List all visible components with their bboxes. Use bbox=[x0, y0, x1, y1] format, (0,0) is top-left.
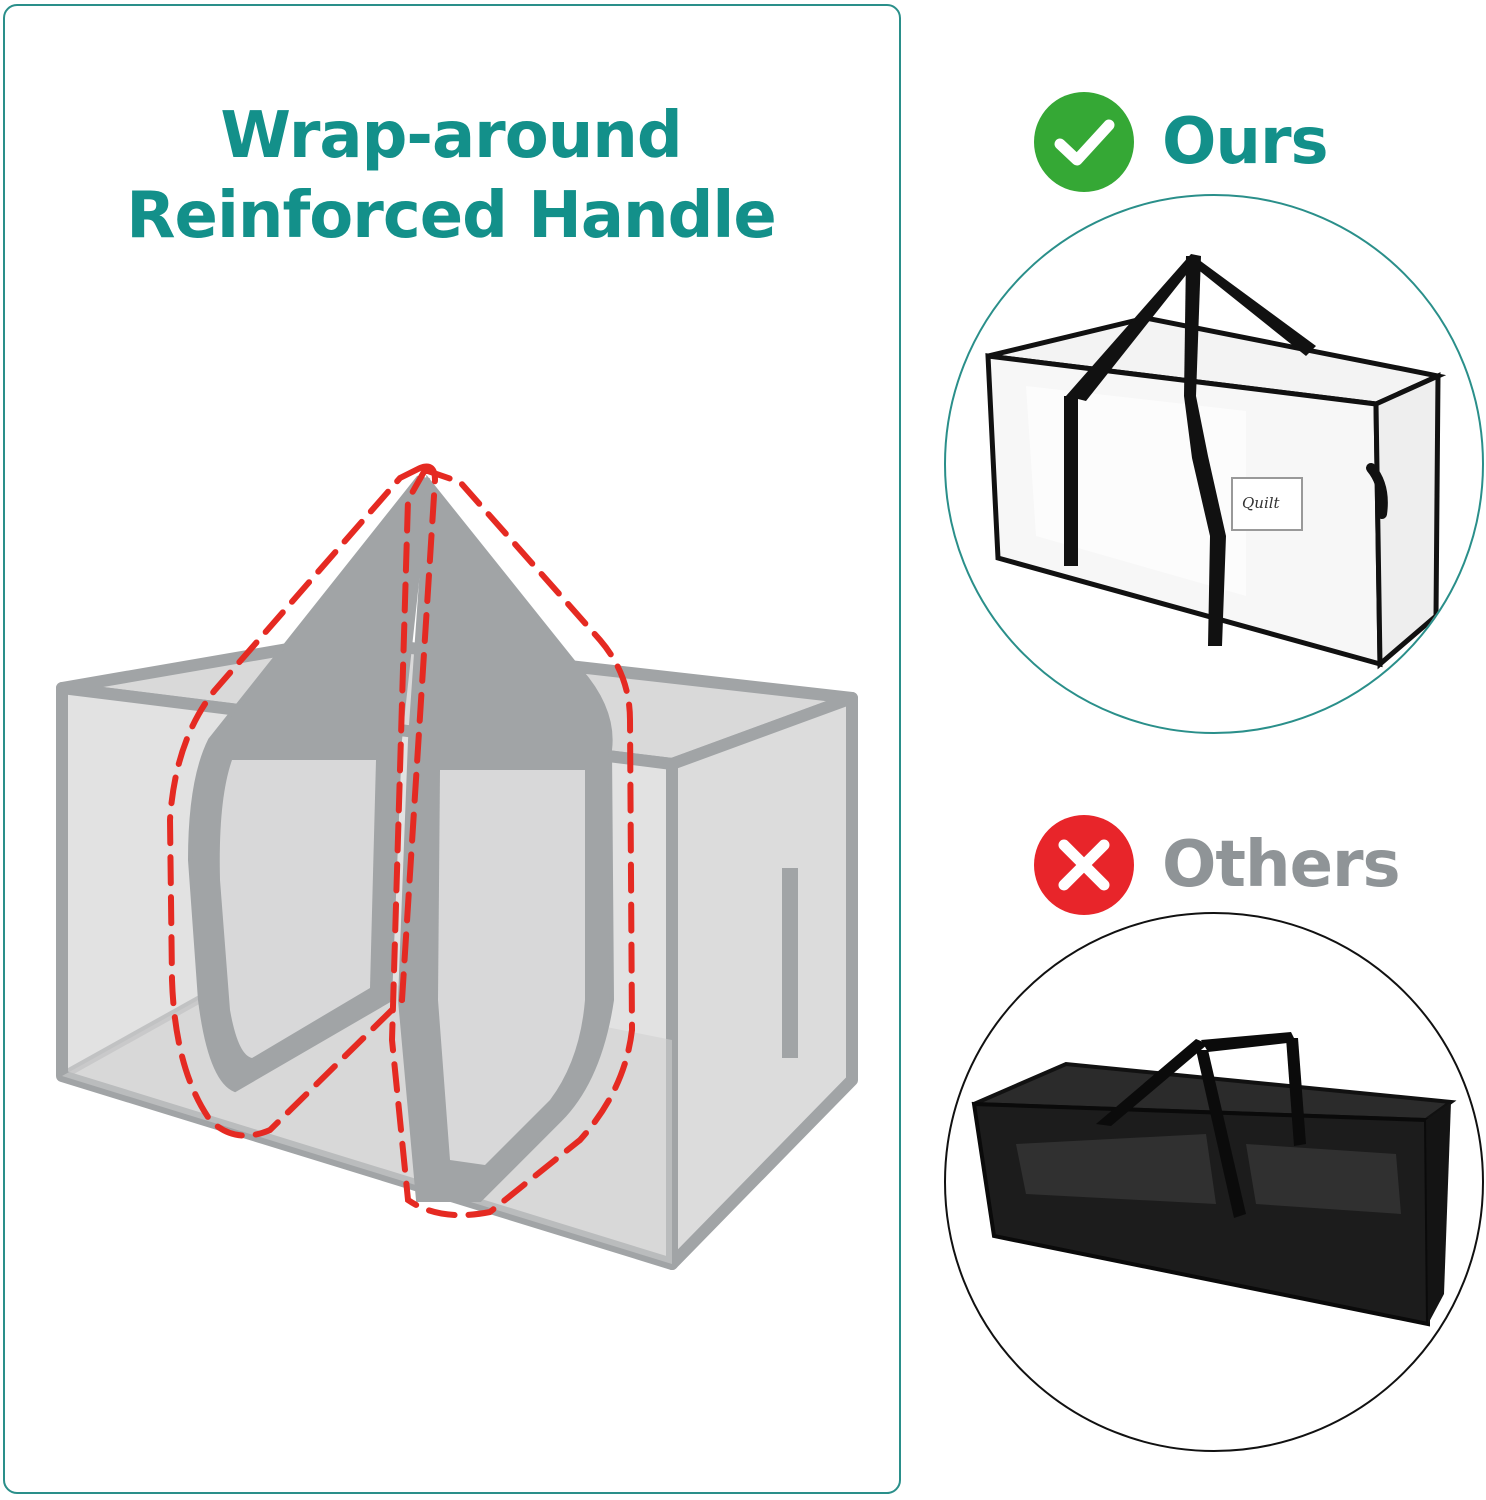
headline: Wrap-around Reinforced Handle bbox=[0, 96, 902, 256]
others-label: Others bbox=[1162, 828, 1401, 902]
x-circle-icon bbox=[1034, 815, 1134, 915]
headline-line-1: Wrap-around bbox=[220, 99, 682, 173]
others-bag-photo bbox=[944, 912, 1484, 1452]
ours-label: Ours bbox=[1162, 105, 1329, 179]
ours-bag-photo: Quilt bbox=[944, 194, 1484, 734]
others-badge: Others bbox=[1034, 815, 1401, 915]
dashed-outline-left bbox=[166, 463, 439, 1139]
dashed-outline-right bbox=[388, 466, 636, 1219]
bag-side-face bbox=[666, 692, 858, 1270]
check-circle-icon bbox=[1034, 92, 1134, 192]
ours-badge: Ours bbox=[1034, 92, 1329, 192]
bag-handle-illustration bbox=[56, 463, 858, 1270]
headline-line-2: Reinforced Handle bbox=[126, 179, 776, 253]
bag-tag-text: Quilt bbox=[1242, 494, 1281, 512]
side-handle bbox=[782, 868, 798, 1058]
